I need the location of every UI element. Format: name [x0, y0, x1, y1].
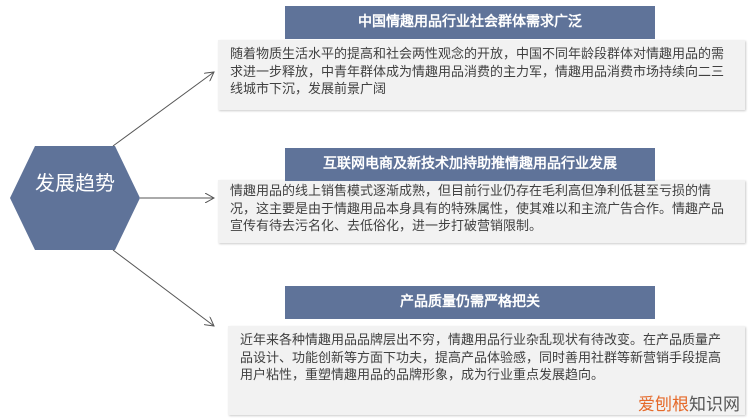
arrow-3	[112, 249, 214, 326]
arrow-1	[112, 72, 214, 147]
item-3-text: 近年来各种情趣用品品牌层出不穷，情趣用品行业杂乱现状有待改变。在产品质量产品设计…	[228, 326, 745, 415]
center-label: 发展趋势	[35, 171, 115, 195]
item-1-title: 中国情趣用品行业社会群体需求广泛	[285, 6, 655, 39]
item-2-title: 互联网电商及新技术加持助推情趣用品行业发展	[285, 148, 655, 181]
watermark-suffix: 知识网	[689, 395, 740, 415]
item-2-text: 情趣用品的线上销售模式逐渐成熟，但目前行业仍存在毛利高但净利低甚至亏损的情况，这…	[218, 180, 745, 243]
watermark: 爱刨根知识网	[638, 390, 740, 415]
center-hexagon	[10, 146, 140, 250]
watermark-brand: 爱刨根	[638, 395, 689, 415]
item-3-title: 产品质量仍需严格把关	[285, 286, 655, 319]
item-1-text: 随着物质生活水平的提高和社会两性观念的开放，中国不同年龄段群体对情趣用品的需求进…	[218, 40, 745, 110]
